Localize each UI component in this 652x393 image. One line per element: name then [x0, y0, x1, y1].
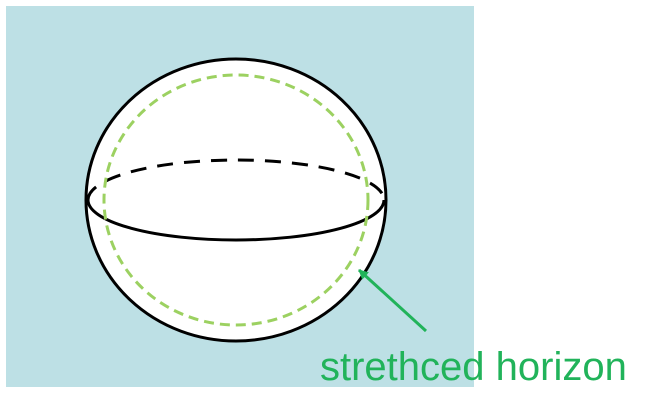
- stretched-horizon-label: strethced horizon: [320, 345, 627, 389]
- stretched-horizon-circle: [102, 73, 370, 327]
- annotation-arrow: [357, 268, 428, 333]
- sphere-outline: [84, 57, 388, 343]
